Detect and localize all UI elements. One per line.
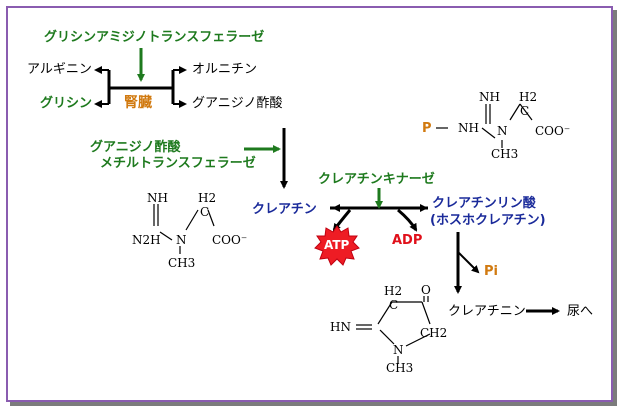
creatine-n: N [176, 233, 187, 247]
creatine-structure-bonds [153, 204, 215, 254]
creatinine-hn: HN [330, 320, 351, 334]
creatinine-n: N [393, 343, 404, 357]
gamt-enzyme-label-line2: メチルトランスフェラーゼ [100, 156, 256, 171]
creatine-kinase-label: クレアチンキナーゼ [318, 172, 435, 187]
phosphocreatine-n: N [497, 124, 508, 138]
creatine-label: クレアチン [252, 202, 317, 217]
guanidinoacetate-label: グアニジノ酢酸 [192, 96, 283, 111]
pi-label: Pi [484, 264, 498, 279]
creatinine-o: O [421, 283, 431, 297]
phosphocreatine-h2: H2 [519, 90, 538, 104]
creatinine-h2: H2 [384, 284, 403, 298]
glycine-label: グリシン [40, 96, 93, 111]
phosphocreatine-ch3: CH3 [491, 147, 519, 161]
diagram-frame [6, 6, 613, 402]
phosphocreatine-p: P [422, 121, 432, 136]
creatine-nh: NH [147, 191, 168, 205]
adp-label: ADP [392, 233, 423, 248]
atp-starburst [314, 225, 360, 266]
creatinine-c: C [389, 298, 399, 312]
creatine-ch3: CH3 [168, 256, 196, 270]
creatine-c: C [200, 205, 210, 219]
creatine-h2: H2 [198, 191, 217, 205]
creatinine-label: クレアチニン [448, 304, 526, 319]
gamt-arrows [244, 128, 288, 189]
creatinine-structure-bonds [356, 296, 431, 364]
atp-label: ATP [324, 238, 350, 252]
creatinine-ch2: CH2 [420, 326, 448, 340]
creatinine-formation-arrows [454, 232, 560, 315]
creatine-coo: COO⁻ [212, 233, 248, 247]
ornithine-label: オルニチン [192, 62, 258, 77]
phosphocreatine-nh: NH [458, 121, 479, 135]
phosphocreatine-label: クレアチンリン酸 [432, 196, 536, 211]
arginine-label: アルギニン [27, 62, 92, 77]
phosphocreatine-nh-top: NH [479, 90, 500, 104]
phosphocreatine-structure-bonds [436, 103, 533, 148]
kidney-reaction-arrows [94, 48, 187, 108]
phosphocreatine-alt-label: (ホスホクレアチン) [430, 213, 546, 228]
phosphocreatine-c: C [520, 104, 530, 118]
phosphocreatine-coo: COO⁻ [535, 124, 571, 138]
agat-enzyme-label: グリシンアミジノトランスフェラーゼ [44, 30, 265, 45]
to-urine-label: 尿へ [567, 304, 594, 319]
creatine-kinase-arrows [330, 188, 428, 232]
gamt-enzyme-label-line1: グアニジノ酢酸 [90, 140, 181, 155]
creatine-n2h: N2H [132, 233, 161, 247]
kidney-label: 腎臓 [124, 95, 152, 111]
creatinine-ch3: CH3 [386, 361, 414, 375]
